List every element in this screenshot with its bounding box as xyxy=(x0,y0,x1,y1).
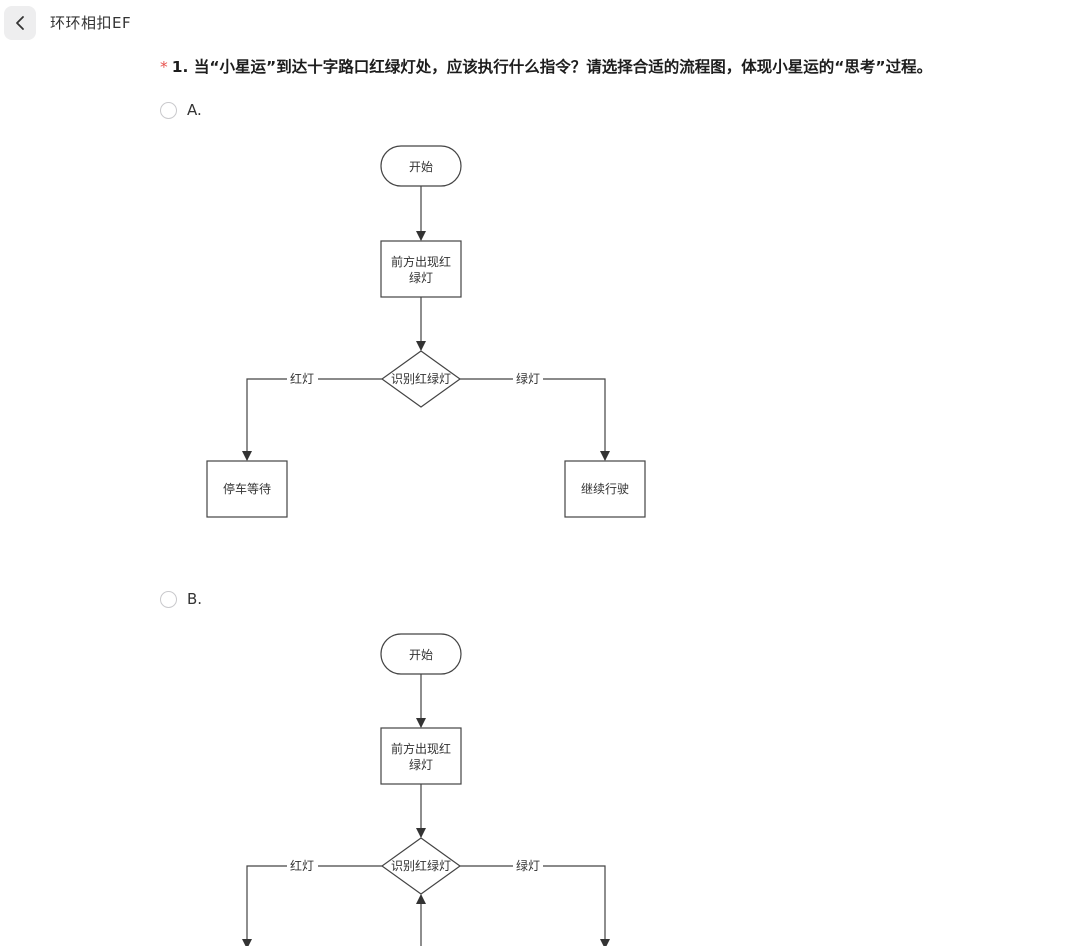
radio-button-b[interactable] xyxy=(160,590,177,608)
flow-a-start-label: 开始 xyxy=(409,160,433,174)
option-b-label: B. xyxy=(187,590,203,608)
flow-a-right-result-label: 继续行驶 xyxy=(581,481,629,496)
question-text-row: *1. 当“小星运”到达十字路口红绿灯处，应该执行什么指令？请选择合适的流程图，… xyxy=(160,55,1070,77)
flow-b-process-label-1: 前方出现红 xyxy=(391,741,451,756)
page-title: 环环相扣EF xyxy=(50,14,132,32)
option-b[interactable]: B. xyxy=(160,590,202,608)
flow-b-process-label-2: 绿灯 xyxy=(409,757,433,772)
flow-a-right-line-2 xyxy=(543,378,610,461)
flow-a-process-node xyxy=(380,240,462,298)
flow-b-right-branch-label: 绿灯 xyxy=(516,858,540,873)
option-a[interactable]: A. xyxy=(160,101,202,119)
flow-a-process-label-1: 前方出现红 xyxy=(391,254,451,269)
question-text: 1. 当“小星运”到达十字路口红绿灯处，应该执行什么指令？请选择合适的流程图，体… xyxy=(171,58,933,76)
flowchart-a: 开始 前方出现红 绿灯 识别红绿灯 红灯 绿灯 停车等待 继续行驶 xyxy=(206,145,646,518)
flow-a-left-line-2 xyxy=(242,378,287,461)
flow-b-left-line-2 xyxy=(242,865,287,946)
flow-a-process-label-2: 绿灯 xyxy=(409,270,433,285)
flow-b-right-line-2 xyxy=(543,865,610,946)
flow-a-right-branch-label: 绿灯 xyxy=(516,371,540,386)
required-mark: * xyxy=(160,58,168,76)
radio-button-a[interactable] xyxy=(160,101,177,119)
flow-b-start-label: 开始 xyxy=(409,648,433,662)
flow-a-decision-label: 识别红绿灯 xyxy=(391,371,451,386)
flowchart-b: 开始 前方出现红 绿灯 识别红绿灯 红灯 绿灯 xyxy=(242,633,610,946)
flow-b-process-node xyxy=(380,727,462,785)
top-bar: 环环相扣EF xyxy=(0,0,1080,46)
flow-a-left-branch-label: 红灯 xyxy=(290,371,314,386)
option-a-label: A. xyxy=(187,101,202,119)
flow-b-left-branch-label: 红灯 xyxy=(290,858,314,873)
chevron-left-icon xyxy=(16,16,24,30)
flow-a-left-result-node xyxy=(206,460,288,518)
flow-a-left-result-label: 停车等待 xyxy=(223,481,271,496)
flow-a-decision-node xyxy=(380,350,462,408)
flow-b-decision-label: 识别红绿灯 xyxy=(391,858,451,873)
back-button[interactable] xyxy=(4,6,36,40)
flow-a-right-result-node xyxy=(564,460,646,518)
